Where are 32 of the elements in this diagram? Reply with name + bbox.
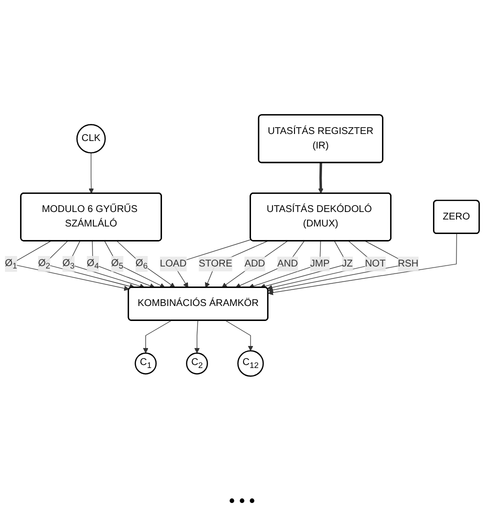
arrow (194, 320, 200, 354)
arrow (143, 320, 172, 354)
arrow (225, 320, 254, 352)
arrow (104, 240, 166, 288)
edge-label: Ø$_{6}$ (136, 258, 148, 270)
arrow (235, 240, 305, 288)
edge-label: Ø$_{1}$ (4, 258, 18, 270)
edge-label: Ø$_{3}$ (62, 258, 75, 270)
node-circle: C$_{12}$ (237, 350, 264, 377)
arrow (222, 240, 288, 288)
arrow (248, 240, 321, 289)
ellipsis-text: • • • (229, 493, 255, 510)
edge-label: AND (277, 258, 298, 269)
arrow (268, 233, 457, 296)
edge-label: LOAD (160, 258, 187, 269)
edge-label: Ø$_{5}$ (111, 258, 124, 270)
arrow (205, 240, 268, 288)
edge-label: JMP (310, 258, 330, 269)
edge-label: Ø$_{4}$ (86, 258, 99, 270)
edge-label: RSH (398, 258, 418, 269)
edge-label: Ø$_{2}$ (38, 258, 50, 270)
edge-label: STORE (198, 258, 232, 269)
node-circle: CLK (76, 124, 106, 154)
edge-label: NOT (365, 258, 386, 269)
edge-label: JZ (342, 258, 353, 269)
edge-label: ADD (244, 258, 266, 269)
arrow (92, 240, 156, 288)
node-circle: C$_{1}$ (134, 352, 157, 374)
arrow (318, 162, 324, 194)
arrow (116, 240, 176, 288)
arrow (88, 152, 94, 194)
node-circle: C$_{2}$ (186, 352, 208, 374)
